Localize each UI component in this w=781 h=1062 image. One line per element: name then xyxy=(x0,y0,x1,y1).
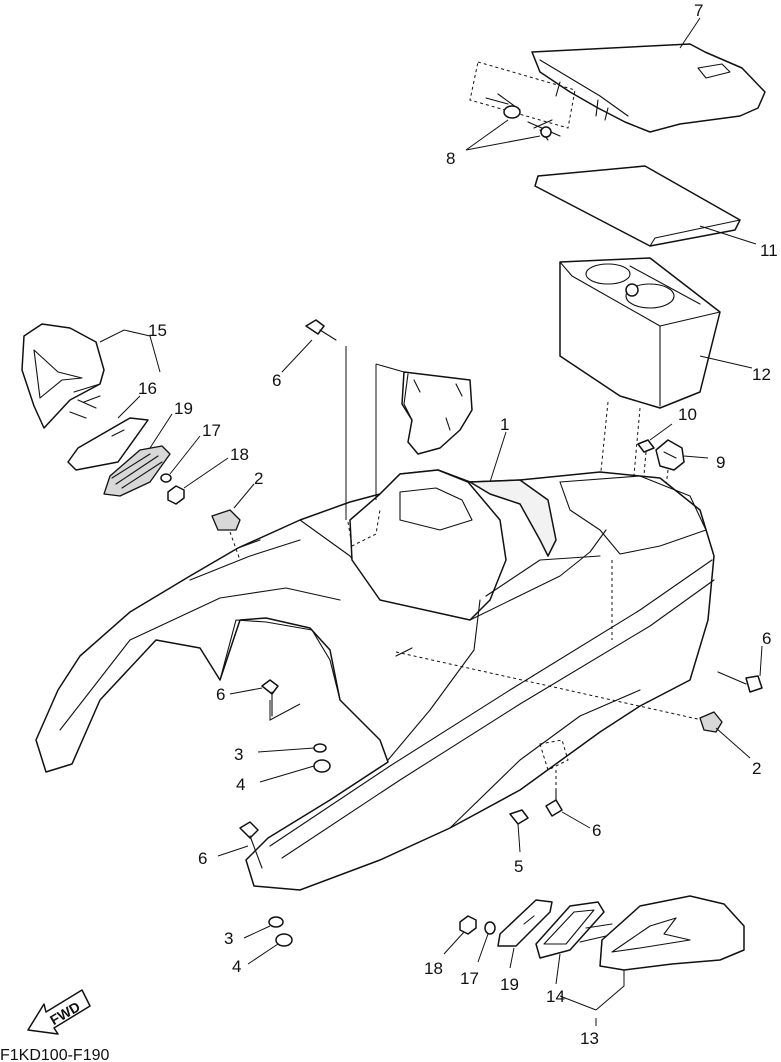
callout-3-upper: 3 xyxy=(234,745,243,764)
callout-6-front: 6 xyxy=(198,849,207,868)
hidden-line-2 xyxy=(395,651,721,725)
part-16-gasket-left[interactable] xyxy=(67,417,149,471)
part-6-bolt-front[interactable] xyxy=(239,821,263,869)
callout-4-upper: 4 xyxy=(236,775,245,794)
part-11-mat[interactable] xyxy=(534,165,741,247)
callout-6-bottom: 6 xyxy=(592,821,601,840)
hidden-mount-a xyxy=(347,509,381,547)
callout-7: 7 xyxy=(694,1,703,20)
callout-8: 8 xyxy=(446,149,455,168)
clip-left-guide xyxy=(229,531,241,561)
callout-4-lower: 4 xyxy=(232,957,241,976)
part-18-nut-left[interactable] xyxy=(167,485,185,505)
part-12-storage-bin[interactable] xyxy=(559,257,721,409)
part-2-clip-right[interactable] xyxy=(699,711,723,733)
part-19-plate-right[interactable] xyxy=(497,899,553,947)
light-studs-right xyxy=(579,923,613,943)
leader-lines xyxy=(99,17,763,1011)
slot-side xyxy=(395,647,413,657)
callout-15-left: 15 xyxy=(148,321,167,340)
bracket-leader xyxy=(375,363,405,500)
part-19-plate-left[interactable] xyxy=(103,445,171,497)
part-6-bolt-left[interactable] xyxy=(261,679,279,717)
part-9-clip[interactable] xyxy=(655,439,685,471)
callout-2-right: 2 xyxy=(752,759,761,778)
part-8-lid-fastener[interactable] xyxy=(469,61,576,141)
callout-10: 10 xyxy=(678,405,697,424)
callout-13: 13 xyxy=(580,1029,599,1048)
part-3-washer-upper[interactable] xyxy=(313,743,327,753)
part-10-screw[interactable] xyxy=(637,439,655,453)
callout-6-top: 6 xyxy=(272,371,281,390)
part-17-washer-left[interactable] xyxy=(160,473,172,483)
fwd-arrow-icon: FWD xyxy=(27,989,91,1035)
light-studs-left xyxy=(69,395,101,419)
slot-front xyxy=(237,539,261,549)
callout-12: 12 xyxy=(752,365,771,384)
part-15-light-housing-left[interactable] xyxy=(21,323,105,429)
callout-11: 11 xyxy=(760,241,778,260)
callout-9: 9 xyxy=(716,453,725,472)
part-14-gasket-right[interactable] xyxy=(535,901,605,959)
bolt-left-leader xyxy=(269,700,301,721)
callout-6-left: 6 xyxy=(216,685,225,704)
callout-5: 5 xyxy=(514,857,523,876)
callout-19-left: 19 xyxy=(174,399,193,418)
part-17-washer-right[interactable] xyxy=(484,921,496,935)
callout-18-right: 18 xyxy=(424,959,443,978)
part-15-light-housing-right[interactable] xyxy=(599,895,745,971)
bracket-top[interactable] xyxy=(401,371,473,455)
callout-14: 14 xyxy=(546,987,565,1006)
part-6-bolt-bottom[interactable] xyxy=(545,789,563,817)
part-4-nut-upper[interactable] xyxy=(313,759,331,773)
callout-17-left: 17 xyxy=(202,421,221,440)
hidden-mount-b xyxy=(539,739,569,771)
part-4-nut-lower[interactable] xyxy=(275,933,293,947)
callout-16: 16 xyxy=(138,379,157,398)
part-7-lid[interactable] xyxy=(531,43,766,133)
part-5-nut-clip[interactable] xyxy=(509,809,529,825)
callout-2-left: 2 xyxy=(254,469,263,488)
callout-3-lower: 3 xyxy=(224,929,233,948)
part-6-bolt-right[interactable] xyxy=(717,671,763,693)
diagram-code: F1KD100-F190 xyxy=(0,1047,109,1062)
callout-17-right: 17 xyxy=(460,969,479,988)
callout-19-right: 19 xyxy=(500,975,519,994)
part-3-washer-lower[interactable] xyxy=(268,916,284,928)
part-6-bolt-top[interactable] xyxy=(305,319,337,341)
callout-18-left: 18 xyxy=(230,445,249,464)
part-18-nut-right[interactable] xyxy=(459,915,477,935)
callout-1: 1 xyxy=(500,415,509,434)
part-1-rear-body[interactable] xyxy=(35,469,715,891)
callout-6-right: 6 xyxy=(762,629,771,648)
part-2-clip-left[interactable] xyxy=(211,509,241,531)
